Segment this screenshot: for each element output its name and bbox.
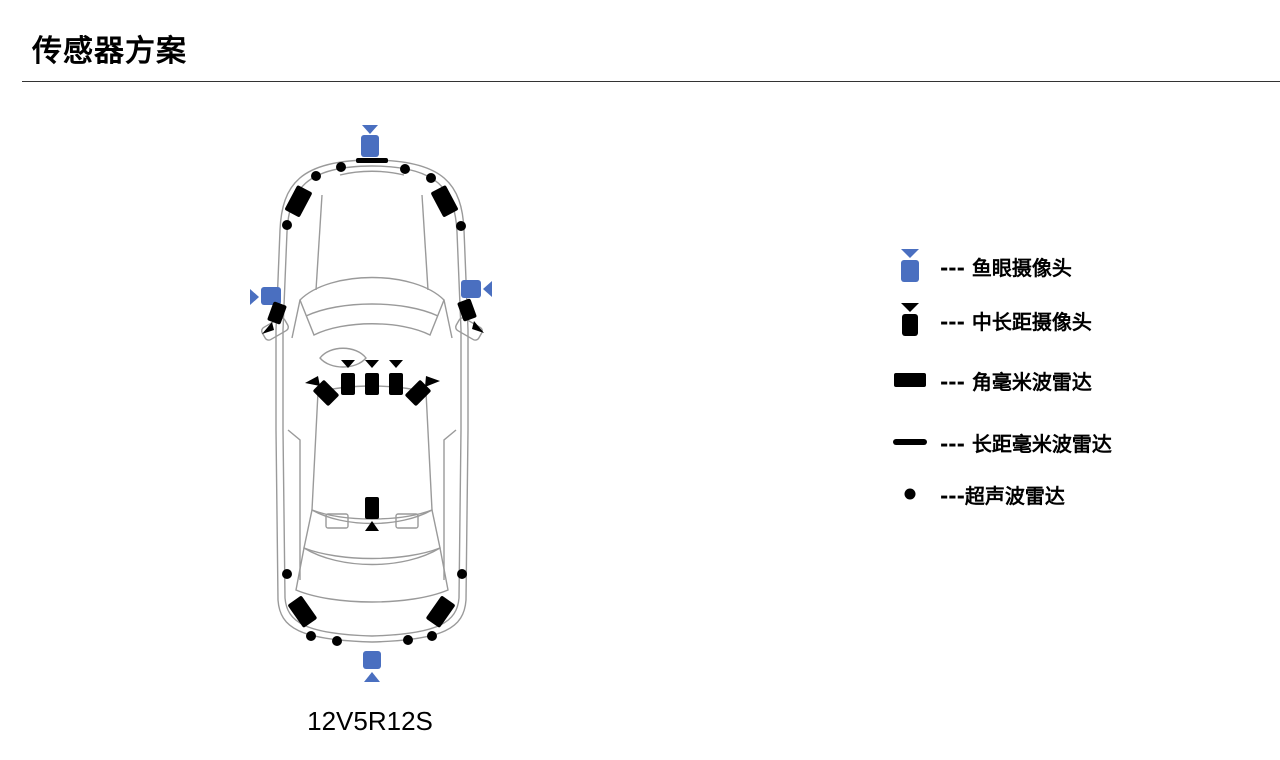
ultrasonic-rear-3 [332, 636, 342, 646]
hood-line-right [421, 194, 429, 291]
steering-wheel [319, 347, 367, 368]
page-title: 传感器方案 [32, 34, 187, 69]
black-sensors [262, 158, 484, 646]
ultrasonic-rear-6 [457, 569, 467, 579]
camera-front-left [341, 360, 355, 395]
legend-item-long-range-radar: --- 长距毫米波雷达 [880, 422, 1112, 462]
legend-label: --- 中长距摄像头 [940, 309, 1092, 334]
ultrasonic-front-1 [282, 220, 292, 230]
camera-front-center [365, 360, 379, 395]
car-body-outline [275, 159, 469, 643]
ultrasonic-front-3 [336, 162, 346, 172]
ultrasonic-radar-icon [880, 474, 940, 514]
ultrasonic-rear-4 [403, 635, 413, 645]
long-range-mmwave-radar-icon [880, 422, 940, 462]
a-pillar-left [291, 299, 301, 339]
rear-seat-left [325, 513, 349, 529]
ultrasonic-front-4 [400, 164, 410, 174]
legend-item-fisheye: --- 鱼眼摄像头 [880, 246, 1072, 286]
trunk-line [295, 546, 449, 603]
fisheye-camera-right [461, 280, 492, 298]
legend: --- 鱼眼摄像头 --- 中长距摄像头 --- 角毫米波雷达 --- 长距毫米… [880, 240, 1260, 520]
fisheye-camera-icon [880, 246, 940, 286]
fisheye-camera-rear [363, 651, 381, 682]
fisheye-camera-left [250, 287, 281, 305]
hood-line-left [315, 194, 323, 291]
fisheye-camera-front [361, 125, 379, 157]
sensor-config-code: 12V5R12S [307, 706, 433, 736]
ultrasonic-front-6 [456, 221, 466, 231]
a-pillar-right [443, 299, 453, 339]
title-divider [22, 81, 1280, 82]
legend-label: --- 长距毫米波雷达 [940, 431, 1112, 456]
legend-label: ---超声波雷达 [940, 483, 1065, 508]
camera-side-left [262, 301, 287, 334]
side-line-left [287, 429, 301, 580]
camera-rear [365, 497, 379, 531]
long-range-radar-front [356, 158, 388, 163]
windshield [299, 276, 445, 336]
ultrasonic-front-2 [311, 171, 321, 181]
legend-label: --- 鱼眼摄像头 [940, 255, 1072, 280]
car-outline [261, 159, 483, 643]
side-line-right [443, 429, 457, 580]
mirror-right [455, 317, 483, 341]
camera-pillar-right [405, 376, 440, 406]
mid-long-range-camera-icon [880, 300, 940, 340]
rear-seat-right [395, 513, 419, 529]
car-sensor-diagram [250, 125, 492, 682]
legend-label: --- 角毫米波雷达 [940, 369, 1092, 394]
legend-item-corner-radar: --- 角毫米波雷达 [880, 360, 1092, 400]
corner-radar-rear-left [288, 596, 317, 628]
legend-item-ultrasonic: ---超声波雷达 [880, 474, 1065, 514]
camera-front-right [389, 360, 403, 395]
front-grille [339, 170, 405, 176]
fisheye-cameras [250, 125, 492, 682]
camera-pillar-left [305, 376, 339, 406]
corner-radar-front-left [285, 185, 312, 217]
camera-side-right [457, 298, 484, 333]
corner-radar-rear-right [426, 596, 455, 628]
legend-item-mid-long-camera: --- 中长距摄像头 [880, 300, 1092, 340]
corner-radar-front-right [431, 185, 458, 217]
ultrasonic-rear-2 [306, 631, 316, 641]
ultrasonic-front-5 [426, 173, 436, 183]
front-cowl [305, 303, 439, 317]
corner-mmwave-radar-icon [880, 360, 940, 400]
ultrasonic-rear-1 [282, 569, 292, 579]
car-body-inner [282, 165, 462, 637]
ultrasonic-rear-5 [427, 631, 437, 641]
